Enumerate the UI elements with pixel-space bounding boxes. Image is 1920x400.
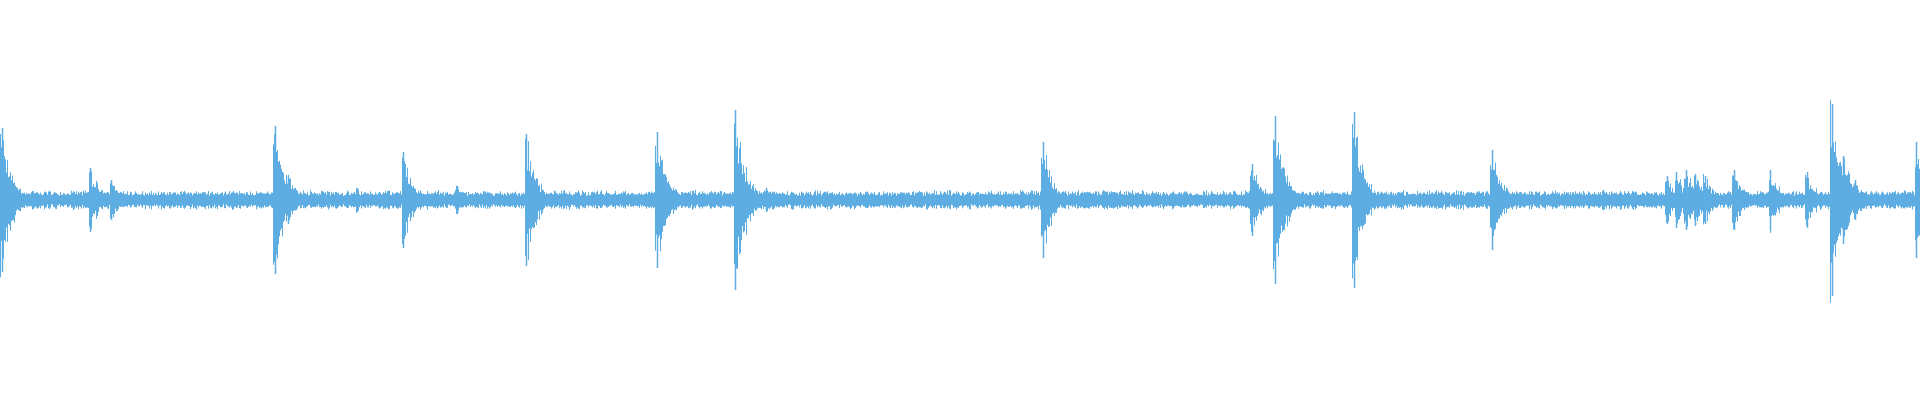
waveform-bars	[0, 99, 1920, 303]
waveform-signal	[0, 99, 1920, 303]
